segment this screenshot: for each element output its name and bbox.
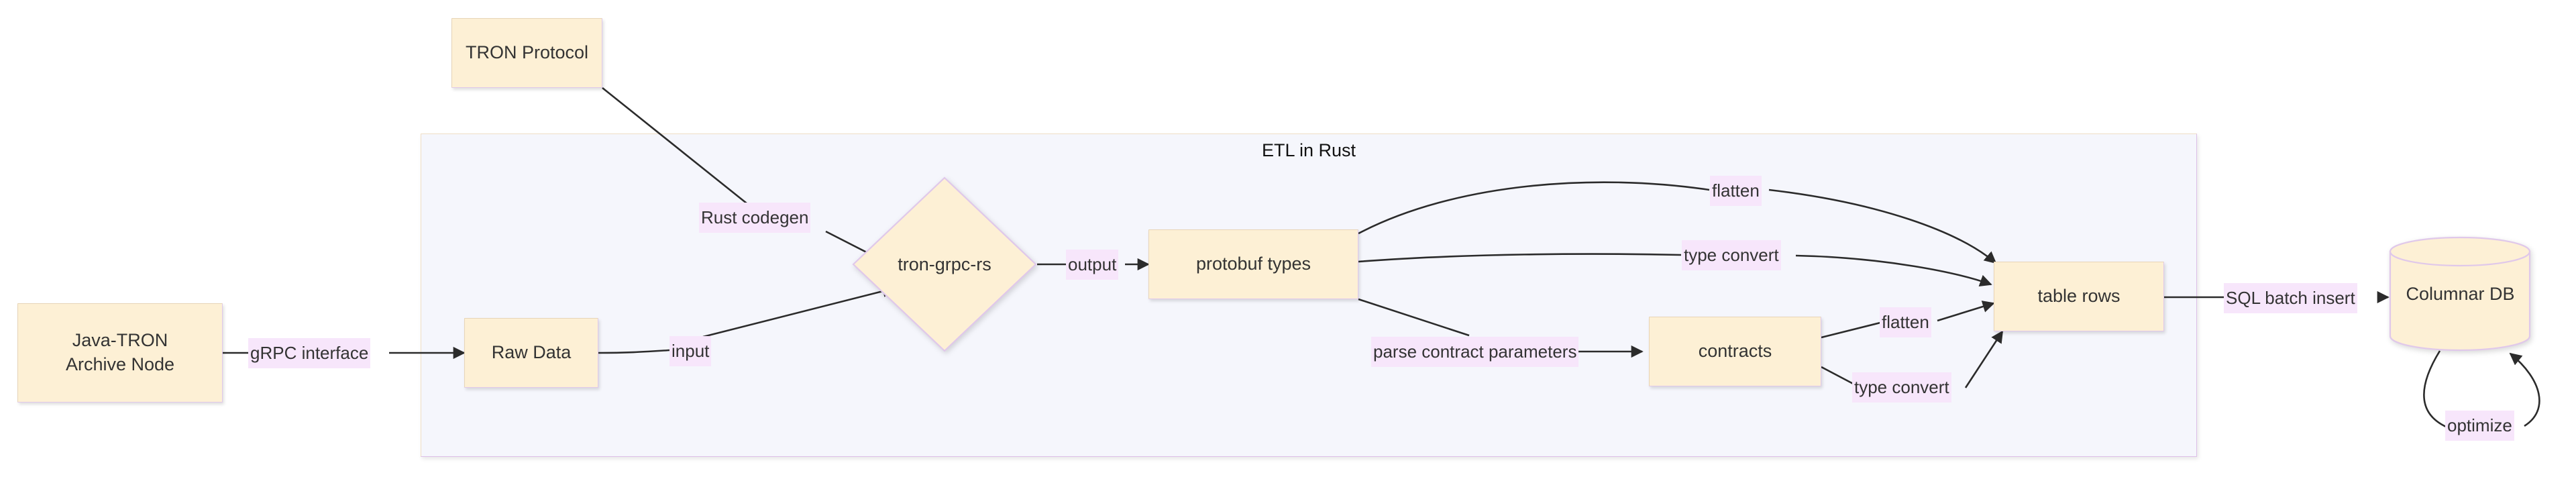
node-tron-grpc-rs[interactable]: tron-grpc-rs	[852, 176, 1037, 352]
edge-flatten-2-left	[1821, 321, 1881, 339]
edge-type-convert-2-right	[1964, 330, 2004, 388]
edge-rust-codegen-upper	[602, 87, 747, 205]
node-protobuf-types[interactable]: protobuf types	[1148, 229, 1358, 299]
edge-label-sql-batch-insert: SQL batch insert	[2224, 283, 2357, 313]
node-table-rows[interactable]: table rows	[1994, 262, 2164, 331]
edge-label-flatten-2: flatten	[1880, 307, 1931, 337]
node-java-tron-label-line1: Java-TRON	[72, 330, 168, 351]
edge-label-flatten-1: flatten	[1710, 176, 1762, 206]
node-columnar-db-label: Columnar DB	[2406, 283, 2515, 304]
edge-optimize-right	[2509, 352, 2540, 427]
edge-input-right	[702, 285, 895, 338]
node-raw-data[interactable]: Raw Data	[464, 318, 598, 388]
node-contracts-label: contracts	[1698, 341, 1772, 362]
edge-flatten-2-right	[1937, 301, 1995, 322]
node-java-tron-archive-node[interactable]: Java-TRON Archive Node	[17, 303, 223, 403]
edge-label-type-convert-1: type convert	[1682, 240, 1781, 270]
node-protobuf-types-label: protobuf types	[1195, 254, 1311, 274]
node-columnar-db[interactable]: Columnar DB	[2388, 236, 2532, 352]
edge-label-rust-codegen: Rust codegen	[699, 203, 811, 233]
edge-type-convert-2-left	[1821, 366, 1859, 388]
edge-label-parse-contract-parameters: parse contract parameters	[1371, 337, 1579, 367]
cylinder-body	[2389, 250, 2531, 352]
node-table-rows-label: table rows	[2037, 286, 2121, 307]
edge-label-type-convert-2: type convert	[1852, 372, 1951, 403]
edge-type-convert-1-right	[1795, 254, 1992, 287]
edge-flatten-1-left	[1358, 181, 1710, 235]
node-raw-data-label: Raw Data	[491, 342, 572, 363]
edge-label-input: input	[669, 336, 712, 366]
edge-parse-contract-left	[1358, 298, 1470, 337]
edge-label-grpc-interface: gRPC interface	[248, 338, 371, 368]
node-contracts[interactable]: contracts	[1649, 317, 1821, 386]
diamond-shape	[852, 176, 1037, 352]
edge-flatten-1-right	[1768, 189, 1997, 264]
cylinder-top	[2389, 236, 2531, 267]
edge-input-left	[598, 349, 670, 354]
node-tron-protocol-label: TRON Protocol	[465, 42, 589, 63]
subgraph-title: ETL in Rust	[1261, 140, 1356, 160]
edge-label-output: output	[1066, 250, 1119, 280]
edge-label-optimize: optimize	[2445, 411, 2514, 441]
edge-type-convert-1-left	[1358, 253, 1682, 263]
edge-optimize-left	[2423, 350, 2447, 428]
node-java-tron-label-line2: Archive Node	[65, 354, 175, 374]
node-tron-protocol[interactable]: TRON Protocol	[451, 18, 602, 88]
node-tron-grpc-rs-label: tron-grpc-rs	[898, 254, 991, 274]
